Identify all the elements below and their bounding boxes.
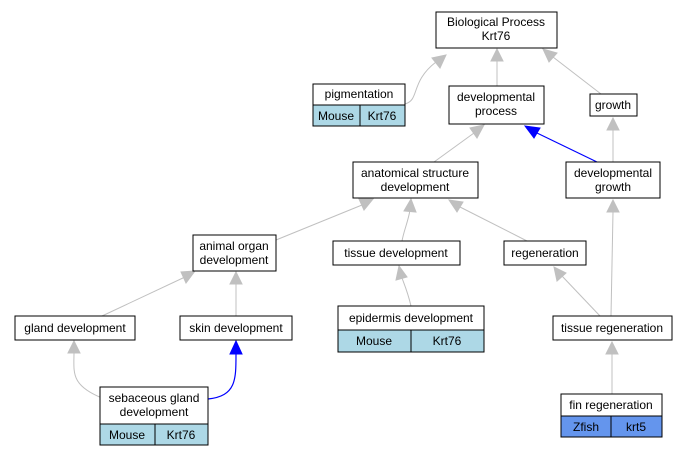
gene-label: krt5 <box>626 420 646 434</box>
edge-sebaceous-to-skin <box>207 353 237 400</box>
annotation-row: Zfish krt5 <box>560 415 663 438</box>
arrowhead <box>469 124 485 139</box>
node-label: Krt76 <box>482 29 511 43</box>
node-label: growth <box>595 98 631 112</box>
edge-sebaceous-to-gland <box>73 351 103 399</box>
node-label: developmental <box>457 90 535 104</box>
node-regeneration[interactable]: regeneration <box>503 240 587 266</box>
node-skin-development[interactable]: skin development <box>179 315 293 341</box>
node-animal-organ-development[interactable]: animal organ development <box>192 234 277 272</box>
annotation-row: Mouse Krt76 <box>312 104 406 127</box>
species-label: Mouse <box>109 428 145 442</box>
gene-tag <box>359 104 406 127</box>
node-label: growth <box>595 180 631 194</box>
node-developmental-growth[interactable]: developmental growth <box>565 161 661 199</box>
arrowhead <box>229 339 243 355</box>
node-pigmentation[interactable]: pigmentation Mouse Krt76 <box>312 83 406 127</box>
gene-tag <box>410 329 485 353</box>
edge-regeneration-to-asd <box>459 206 528 242</box>
arrowhead <box>542 48 558 63</box>
node-fin-regeneration[interactable]: fin regeneration Zfish krt5 <box>560 393 663 438</box>
gene-tag <box>154 423 209 446</box>
gene-label: Krt76 <box>167 428 196 442</box>
node-root[interactable]: Biological Process Krt76 <box>435 11 558 49</box>
arrowhead <box>403 197 417 213</box>
edge-epidermis-to-tissue-development <box>401 277 412 307</box>
edge-developmental-growth-to-developmental-process <box>536 132 598 163</box>
edge-asd-to-developmental-process <box>433 132 475 163</box>
arrowhead <box>180 270 197 284</box>
edge-pigmentation-to-root <box>404 61 437 105</box>
annotation-row: Mouse Krt76 <box>99 423 209 446</box>
node-label: Biological Process <box>447 15 545 29</box>
node-label: animal organ <box>199 239 268 253</box>
node-label: tissue regeneration <box>561 321 663 335</box>
node-tissue-regeneration[interactable]: tissue regeneration <box>552 315 673 341</box>
node-label: development <box>200 253 269 267</box>
node-label: process <box>475 104 517 118</box>
arrowhead <box>229 270 243 285</box>
arrowhead <box>606 198 620 213</box>
edge-tissue-regeneration-to-regeneration <box>561 275 601 317</box>
species-label: Mouse <box>356 334 392 348</box>
arrowhead <box>490 47 504 62</box>
edge-tissue-development-to-asd <box>401 209 411 242</box>
edge-aod-to-asd <box>275 204 363 241</box>
node-label: tissue development <box>344 246 448 260</box>
edge-growth-to-root <box>552 56 602 95</box>
node-label: sebaceous gland <box>109 391 200 405</box>
arrowhead <box>431 54 447 69</box>
arrowhead <box>606 116 620 131</box>
edge-tissue-regeneration-to-developmental-growth <box>610 211 614 317</box>
gene-label: Krt76 <box>433 334 462 348</box>
node-label: fin regeneration <box>569 398 652 412</box>
gene-label: Krt76 <box>368 109 397 123</box>
node-label: skin development <box>189 321 283 335</box>
annotation-row: Mouse Krt76 <box>337 329 485 353</box>
node-developmental-process[interactable]: developmental process <box>448 85 545 125</box>
node-label: pigmentation <box>325 87 394 101</box>
node-label: regeneration <box>511 246 578 260</box>
node-sebaceous-gland-development[interactable]: sebaceous gland development Mouse Krt76 <box>99 386 209 446</box>
arrowhead <box>395 264 408 281</box>
arrowhead <box>553 266 567 282</box>
node-anatomical-structure-development[interactable]: anatomical structure development <box>352 161 479 199</box>
node-growth[interactable]: growth <box>589 93 638 117</box>
edge-gland-to-aod <box>101 276 186 317</box>
arrowhead <box>358 198 375 211</box>
node-label: gland development <box>24 321 126 335</box>
edges <box>67 47 620 400</box>
gene-tag <box>610 415 663 438</box>
node-tissue-development[interactable]: tissue development <box>332 240 461 266</box>
arrowhead <box>67 339 81 354</box>
species-label: Zfish <box>573 420 599 434</box>
node-label: developmental <box>574 166 652 180</box>
arrowhead <box>605 340 619 355</box>
node-label: development <box>381 180 450 194</box>
node-epidermis-development[interactable]: epidermis development Mouse Krt76 <box>337 305 485 353</box>
node-gland-development[interactable]: gland development <box>14 315 136 341</box>
node-label: development <box>120 405 189 419</box>
arrowhead <box>447 199 464 213</box>
node-label: anatomical structure <box>361 166 469 180</box>
species-label: Mouse <box>318 109 354 123</box>
arrowhead <box>523 125 541 139</box>
node-label: epidermis development <box>349 311 474 325</box>
